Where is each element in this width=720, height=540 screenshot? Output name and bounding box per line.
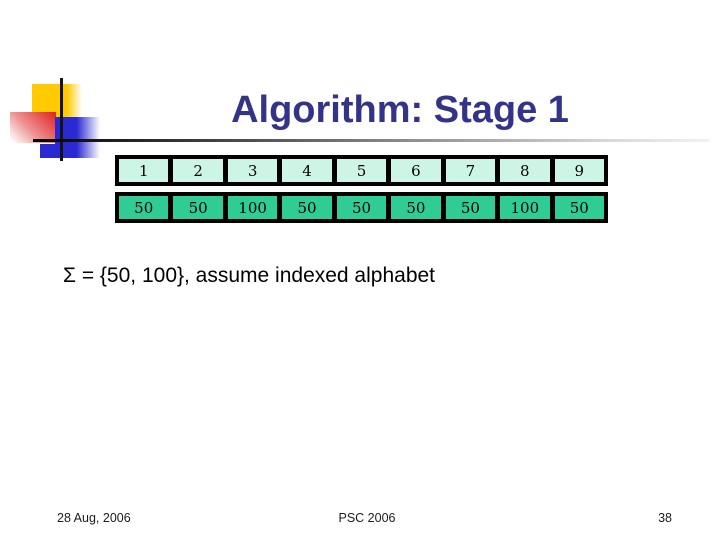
- slide-title: Algorithm: Stage 1: [231, 89, 569, 131]
- decoration-vertical-line: [60, 78, 63, 161]
- index-cell: 9: [554, 159, 604, 182]
- index-cell: 5: [336, 159, 387, 182]
- decoration-yellow-square: [32, 84, 82, 117]
- index-row: 1 2 3 4 5 6 7 8 9: [115, 155, 608, 186]
- decoration-red-square: [10, 112, 56, 143]
- index-cell: 2: [173, 159, 223, 182]
- index-cell: 3: [227, 159, 278, 182]
- alphabet-statement: Σ = {50, 100}, assume indexed alphabet: [63, 264, 436, 287]
- index-cell: 1: [119, 159, 169, 182]
- value-cell: 100: [227, 196, 278, 219]
- footer-page-number: 38: [658, 511, 672, 525]
- value-cell: 50: [391, 196, 441, 219]
- value-cell: 50: [445, 196, 496, 219]
- value-cell: 50: [119, 196, 169, 219]
- value-cell: 100: [500, 196, 550, 219]
- value-row: 50 50 100 50 50 50 50 100 50: [115, 192, 608, 223]
- value-cell: 50: [282, 196, 332, 219]
- title-divider-line: [33, 139, 710, 142]
- footer-date: 28 Aug, 2006: [57, 511, 131, 525]
- index-cell: 4: [282, 159, 332, 182]
- value-cell: 50: [173, 196, 223, 219]
- index-cell: 8: [500, 159, 550, 182]
- footer-conference: PSC 2006: [338, 511, 396, 525]
- index-cell: 6: [391, 159, 441, 182]
- index-cell: 7: [445, 159, 496, 182]
- decoration-blue-square-small: [40, 144, 63, 158]
- value-cell: 50: [336, 196, 387, 219]
- value-cell: 50: [554, 196, 604, 219]
